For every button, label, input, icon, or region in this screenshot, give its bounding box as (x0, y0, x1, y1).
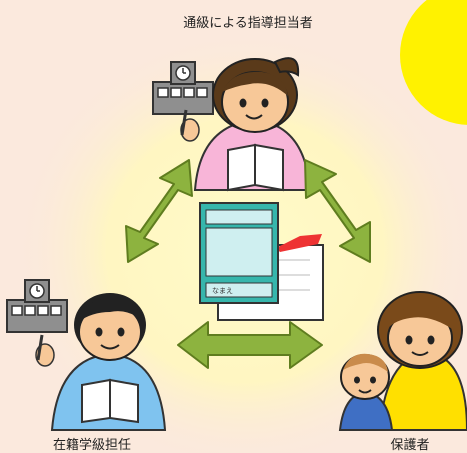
school-building-icon (152, 61, 214, 115)
label-guardian: 保護者 (390, 438, 430, 453)
notebook-name-label: なまえ (212, 287, 233, 295)
two-way-arrow-icon (125, 159, 371, 369)
sun (400, 0, 467, 125)
right-person-group (338, 291, 467, 431)
label-homeroom-teacher: 在籍学級担任 (52, 438, 132, 453)
notebook-icon: なまえ (199, 202, 279, 304)
top-person-group (152, 57, 312, 192)
school-building-icon (6, 279, 68, 333)
label-tsukyu-teacher: 通級による指導担当者 (183, 16, 313, 31)
left-person-group (6, 279, 167, 431)
